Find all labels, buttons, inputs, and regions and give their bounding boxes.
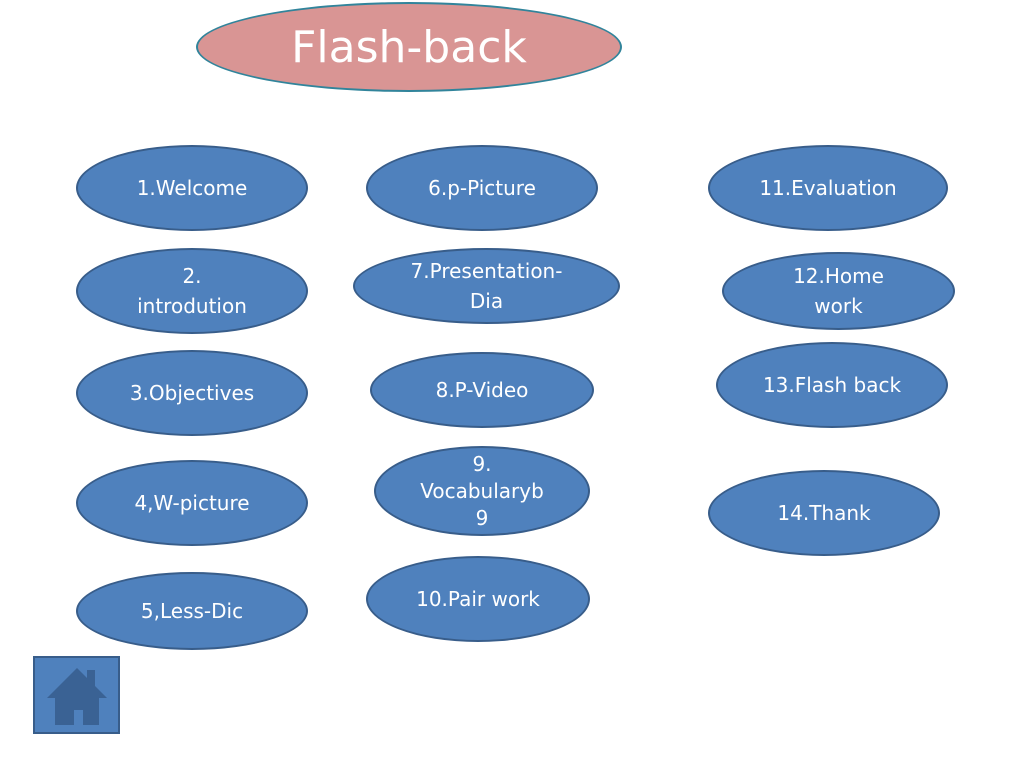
objectives-label: 3.Objectives: [129, 381, 255, 405]
thank-button[interactable]: 14.Thank: [708, 470, 940, 556]
introduction-label-line1: 2.: [182, 264, 202, 288]
pair-work-label: 10.Pair work: [416, 587, 540, 611]
evaluation-button[interactable]: 11.Evaluation: [708, 145, 948, 231]
evaluation-label: 11.Evaluation: [759, 176, 897, 200]
home-work-label-line1: 12.Home: [793, 264, 884, 288]
vocabulary-label-line1: 9.: [472, 451, 492, 476]
objectives-button[interactable]: 3.Objectives: [76, 350, 308, 436]
flash-back-button[interactable]: 13.Flash back: [716, 342, 948, 428]
welcome-button[interactable]: 1.Welcome: [76, 145, 308, 231]
presentation-dia-button[interactable]: 7.Presentation- Dia: [353, 248, 620, 324]
p-video-label: 8.P-Video: [435, 378, 529, 402]
presentation-dia-label-line2: Dia: [469, 289, 504, 313]
introduction-label-line2: introdution: [137, 294, 247, 318]
p-video-button[interactable]: 8.P-Video: [370, 352, 594, 428]
thank-label: 14.Thank: [777, 501, 871, 525]
flash-back-label: 13.Flash back: [762, 373, 902, 397]
welcome-label: 1.Welcome: [136, 176, 248, 200]
less-dic-label: 5,Less-Dic: [140, 599, 244, 623]
vocabulary-label-line3: 9: [475, 505, 489, 530]
less-dic-button[interactable]: 5,Less-Dic: [76, 572, 308, 650]
introduction-button[interactable]: 2. introdution: [76, 248, 308, 334]
pair-work-button[interactable]: 10.Pair work: [366, 556, 590, 642]
slide-title-text: Flash-back: [291, 21, 527, 73]
home-button[interactable]: [33, 656, 120, 734]
vocabulary-label-line2: Vocabularyb: [420, 478, 544, 503]
presentation-dia-label-line1: 7.Presentation-: [410, 259, 563, 283]
home-work-label-line2: work: [814, 294, 863, 318]
slide-title: Flash-back: [196, 2, 622, 92]
p-picture-button[interactable]: 6.p-Picture: [366, 145, 598, 231]
vocabulary-button[interactable]: 9. Vocabularyb 9: [374, 446, 590, 536]
home-work-button[interactable]: 12.Home work: [722, 252, 955, 330]
w-picture-label: 4,W-picture: [134, 491, 250, 515]
p-picture-label: 6.p-Picture: [428, 176, 536, 200]
w-picture-button[interactable]: 4,W-picture: [76, 460, 308, 546]
home-icon: [47, 668, 107, 725]
